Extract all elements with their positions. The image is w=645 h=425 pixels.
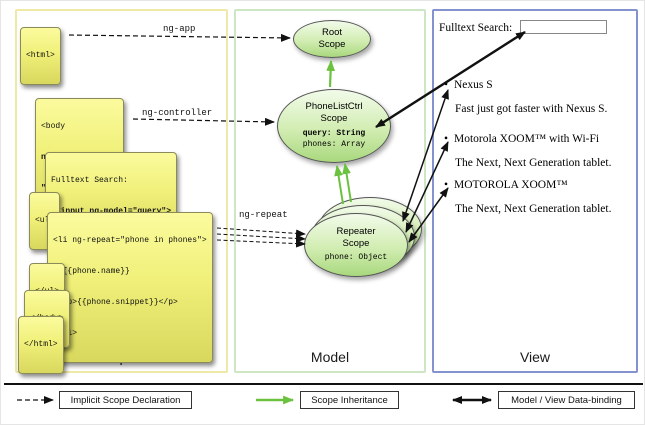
fulltext-search-label: Fulltext Search: [439, 22, 513, 34]
list-item-title: •Nexus S [444, 79, 493, 91]
list-item-nexus-s: •Nexus S Fast just got faster with Nexus… [444, 79, 632, 116]
list-item-desc: The Next, Next Generation tablet. [455, 157, 612, 169]
list-item-title: •Motorola XOOM™ with Wi-Fi [444, 133, 600, 145]
ng-app-label: ng-app [163, 24, 196, 34]
model-panel-label: Model [310, 349, 350, 365]
view-panel-label: View [519, 349, 551, 365]
code-html-open: <html> [20, 27, 61, 85]
legend-scope-inheritance: Scope Inheritance [300, 391, 399, 409]
root-scope-ellipse: Root Scope [293, 20, 371, 58]
phonelistctrl-scope-ellipse: PhoneListCtrl Scope query: String phones… [277, 89, 391, 163]
list-item-motorola-xoom: •MOTOROLA XOOM™ The Next, Next Generatio… [444, 179, 632, 216]
code-html-close: </html> [18, 316, 64, 374]
legend-implicit-scope: Implicit Scope Declaration [59, 391, 192, 409]
list-item-title: •MOTOROLA XOOM™ [444, 179, 568, 191]
list-item-desc: Fast just got faster with Nexus S. [455, 103, 608, 115]
bullet-icon: • [444, 179, 449, 191]
code-li-repeat: <li ng-repeat="phone in phones"> {{phone… [47, 212, 213, 364]
list-item-motorola-xoom-wifi: •Motorola XOOM™ with Wi-Fi The Next, Nex… [444, 133, 632, 170]
ng-repeat-label: ng-repeat [239, 210, 288, 220]
ng-controller-label: ng-controller [142, 108, 213, 118]
list-item-desc: The Next, Next Generation tablet. [455, 203, 612, 215]
bullet-icon: • [444, 79, 449, 91]
fulltext-search-input[interactable] [520, 20, 607, 34]
legend-data-binding: Model / View Data-binding [498, 391, 635, 409]
repeater-scope-ellipse-front: Repeater Scope phone: Object [304, 213, 408, 277]
bullet-icon: • [444, 133, 449, 145]
model-panel: Model [234, 9, 426, 373]
